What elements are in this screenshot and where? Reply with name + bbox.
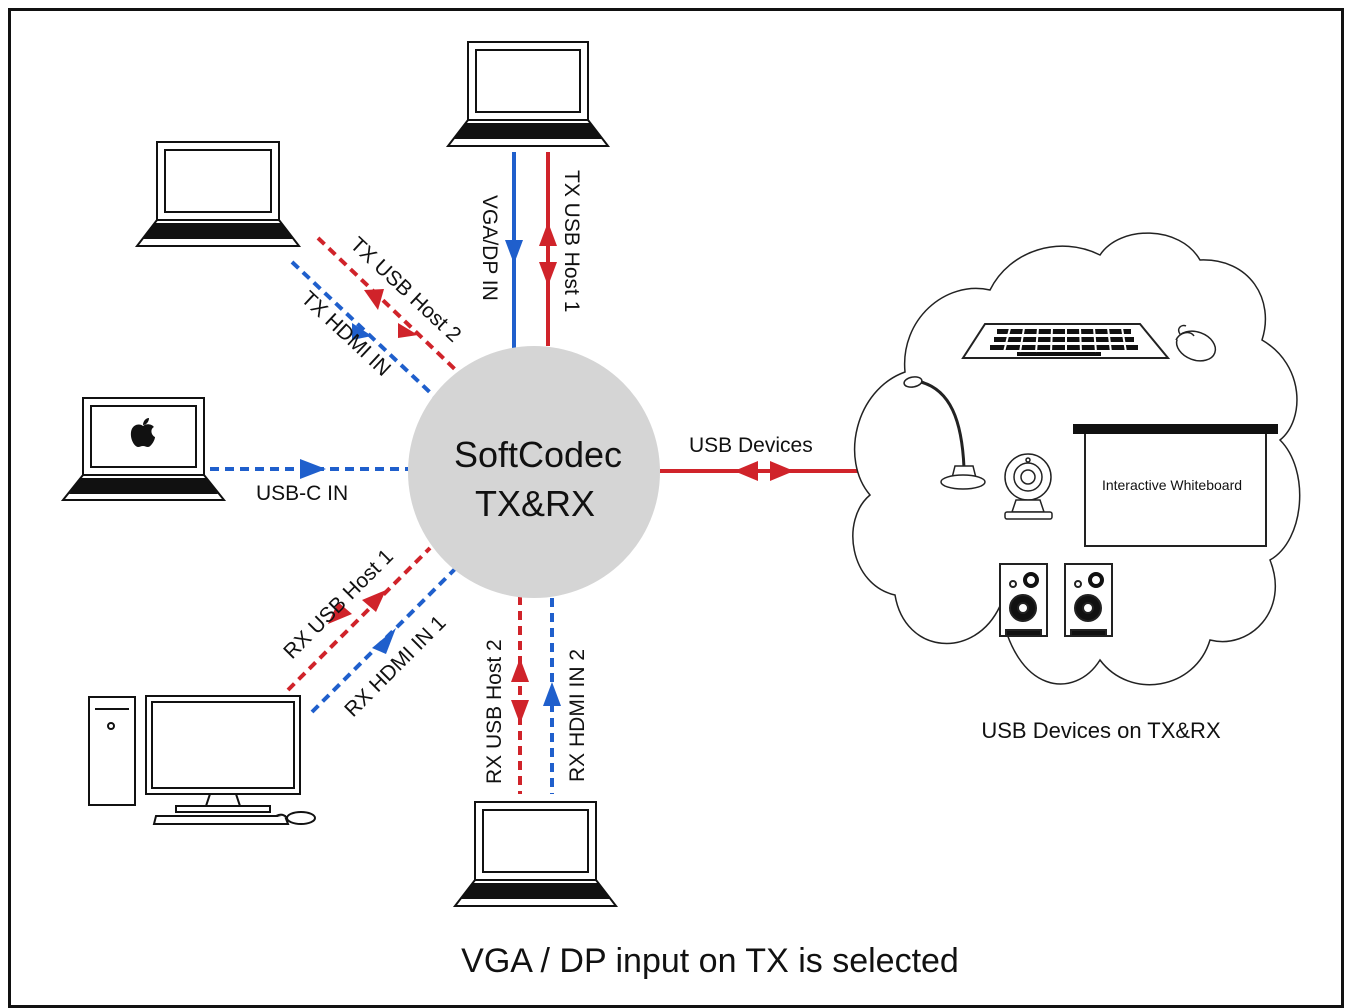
- speaker-icon-left: [999, 563, 1048, 637]
- label-vga-dp-in: VGA/DP IN: [478, 195, 501, 301]
- link-rx-hdmi-in-2: [543, 598, 561, 794]
- mouse-icon: [1175, 324, 1217, 362]
- laptop-icon-upper-left: [134, 141, 302, 247]
- link-usb-devices: [660, 461, 858, 481]
- laptop-icon-bottom: [452, 801, 619, 907]
- laptop-icon-apple: [60, 397, 227, 501]
- label-tx-usb-host-1: TX USB Host 1: [560, 170, 583, 312]
- laptop-icon-top: [445, 41, 611, 147]
- label-usb-devices: USB Devices: [689, 434, 813, 457]
- link-tx-hdmi-in: [290, 260, 438, 400]
- cloud-caption: USB Devices on TX&RX: [981, 718, 1221, 743]
- link-tx-usb-host-1: [539, 152, 557, 346]
- hub-label-line1: SoftCodec: [454, 434, 622, 475]
- whiteboard-label: Interactive Whiteboard: [1102, 477, 1242, 493]
- link-tx-usb-host-2: [316, 236, 464, 378]
- keyboard-icon: [961, 323, 1171, 359]
- label-usb-c-in: USB-C IN: [256, 482, 348, 505]
- link-rx-usb-host-2: [511, 596, 529, 794]
- link-rx-hdmi-in-1: [310, 566, 458, 714]
- microphone-icon: [903, 376, 986, 490]
- link-usb-c-in: [210, 459, 408, 479]
- link-rx-usb-host-1: [286, 546, 432, 692]
- webcam-icon: [1004, 453, 1053, 520]
- link-vga-dp-in: [505, 152, 523, 348]
- label-rx-hdmi-in-2: RX HDMI IN 2: [566, 649, 589, 782]
- softcodec-hub: [408, 346, 660, 598]
- apple-logo-icon: [130, 418, 155, 447]
- hub-label-line2: TX&RX: [475, 483, 595, 524]
- speaker-icon-right: [1064, 563, 1113, 637]
- whiteboard-icon: [1073, 424, 1278, 547]
- label-rx-usb-host-2: RX USB Host 2: [483, 639, 506, 784]
- desktop-pc-icon: [88, 695, 316, 825]
- diagram-caption: VGA / DP input on TX is selected: [461, 942, 959, 980]
